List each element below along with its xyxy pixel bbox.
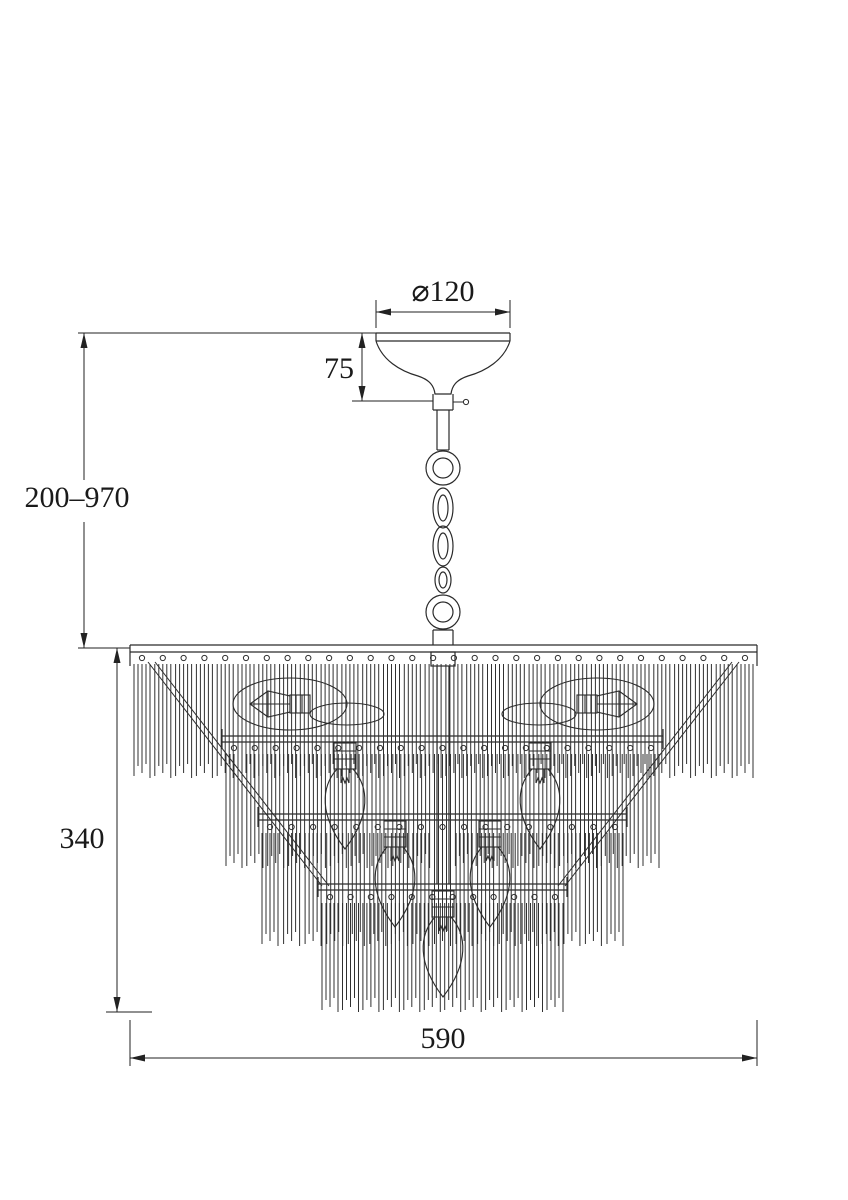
canopy-drawing bbox=[375, 332, 511, 411]
canopy-height-label: 75 bbox=[324, 352, 354, 385]
chain-ring-top bbox=[425, 450, 461, 486]
diagonal-strut bbox=[147, 661, 740, 887]
chain-link bbox=[432, 487, 454, 529]
chain-drawing bbox=[425, 410, 461, 645]
crystal-fringe-tiers bbox=[133, 654, 754, 1012]
dimension-canopy-diameter: ⌀120 bbox=[375, 275, 511, 328]
arm-plate-right bbox=[501, 702, 577, 726]
dimension-suspension-height: 200–970 bbox=[25, 332, 376, 649]
chain-link bbox=[434, 566, 452, 594]
body-height-label: 340 bbox=[60, 822, 105, 855]
chain-link bbox=[432, 525, 454, 567]
bulbs bbox=[232, 677, 655, 998]
dimension-body-height: 340 bbox=[60, 648, 152, 1013]
arm-plate-left bbox=[309, 702, 385, 726]
suspension-height-label: 200–970 bbox=[25, 481, 130, 514]
body-width-label: 590 bbox=[421, 1022, 466, 1055]
chandelier-body bbox=[129, 644, 758, 897]
dimension-canopy-height: 75 bbox=[324, 333, 433, 402]
tier-bar bbox=[221, 729, 664, 749]
dimension-body-width: 590 bbox=[129, 1020, 758, 1066]
chain-ring-bottom bbox=[425, 594, 461, 630]
canopy-diameter-label: ⌀120 bbox=[411, 275, 474, 308]
